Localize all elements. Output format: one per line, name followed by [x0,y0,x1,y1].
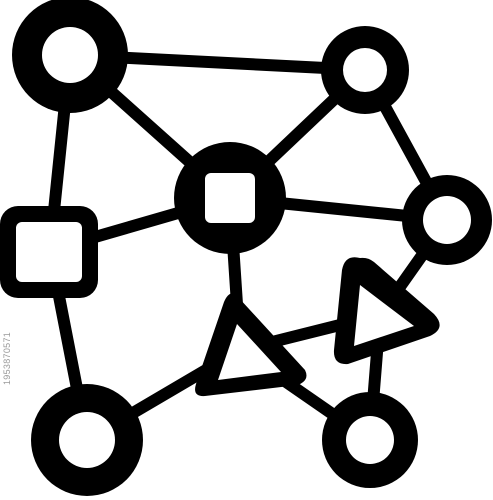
node-center-square-circle [174,142,286,254]
node-bottom-left-circle [31,384,143,496]
node-left-square [0,206,98,298]
watermark-id: 1953870571 [2,331,12,385]
node-middle-triangle [195,293,307,397]
node-bottom-right-circle [322,392,418,488]
node-top-right-circle [321,26,409,114]
node-play-triangle [333,257,440,365]
node-right-circle [402,175,492,265]
node-top-left-circle [12,0,128,113]
